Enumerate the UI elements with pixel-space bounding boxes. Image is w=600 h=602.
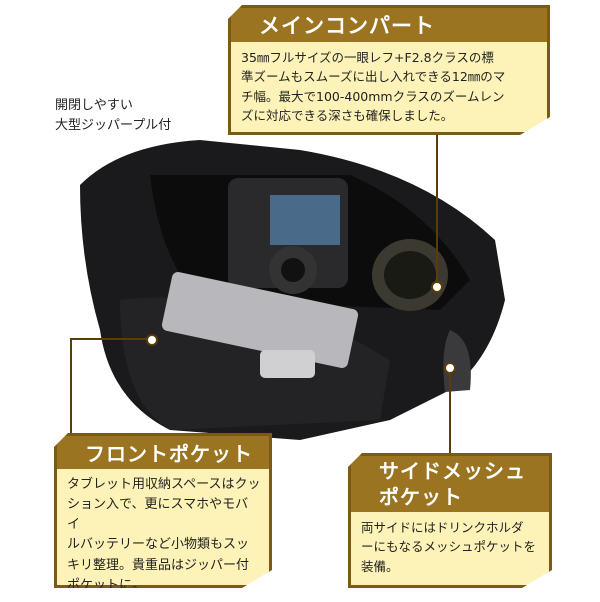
side-mesh-pointer	[444, 362, 456, 374]
side-mesh-description: 両サイドにはドリンクホルダ ーにもなるメッシュポケットを 装備。	[361, 520, 537, 574]
front-pocket-callout: フロントポケット タブレット用収納スペースはクッ ション入で、更にスマホやモバイ…	[54, 433, 272, 588]
zipper-pull-note: 開閉しやすい 大型ジッパープル付	[55, 98, 172, 134]
side-mesh-callout: サイドメッシュ ポケット 両サイドにはドリンクホルダ ーにもなるメッシュポケット…	[348, 453, 552, 588]
side-mesh-leader-line	[449, 370, 451, 456]
main-compartment-title: メインコンパート	[231, 8, 547, 42]
front-pocket-title: フロントポケット	[57, 436, 269, 469]
main-compartment-callout: メインコンパート 35㎜フルサイズの一眼レフ+F2.8クラスの標 準ズームもスム…	[228, 5, 550, 135]
front-pocket-description: タブレット用収納スペースはクッ ション入で、更にスマホやモバイ ルバッテリーなど…	[67, 477, 261, 593]
main-compartment-description: 35㎜フルサイズの一眼レフ+F2.8クラスの標 準ズームもスムーズに出し入れでき…	[241, 50, 506, 124]
front-pocket-pointer	[146, 334, 158, 346]
front-pocket-leader-line	[70, 338, 72, 438]
tablet	[161, 272, 359, 368]
main-compartment-pointer	[431, 281, 443, 293]
side-mesh-title: サイドメッシュ ポケット	[351, 456, 549, 512]
camera-screen	[270, 195, 340, 245]
main-compartment-leader-line	[436, 133, 438, 283]
